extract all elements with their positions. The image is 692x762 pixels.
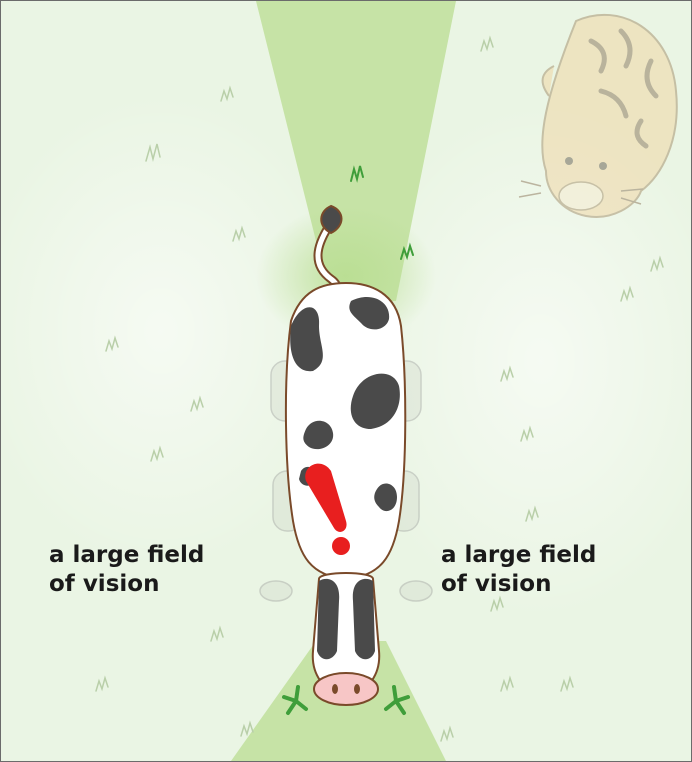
right-field-label: a large field of vision [441, 541, 596, 599]
left-field-label: a large field of vision [49, 541, 204, 599]
